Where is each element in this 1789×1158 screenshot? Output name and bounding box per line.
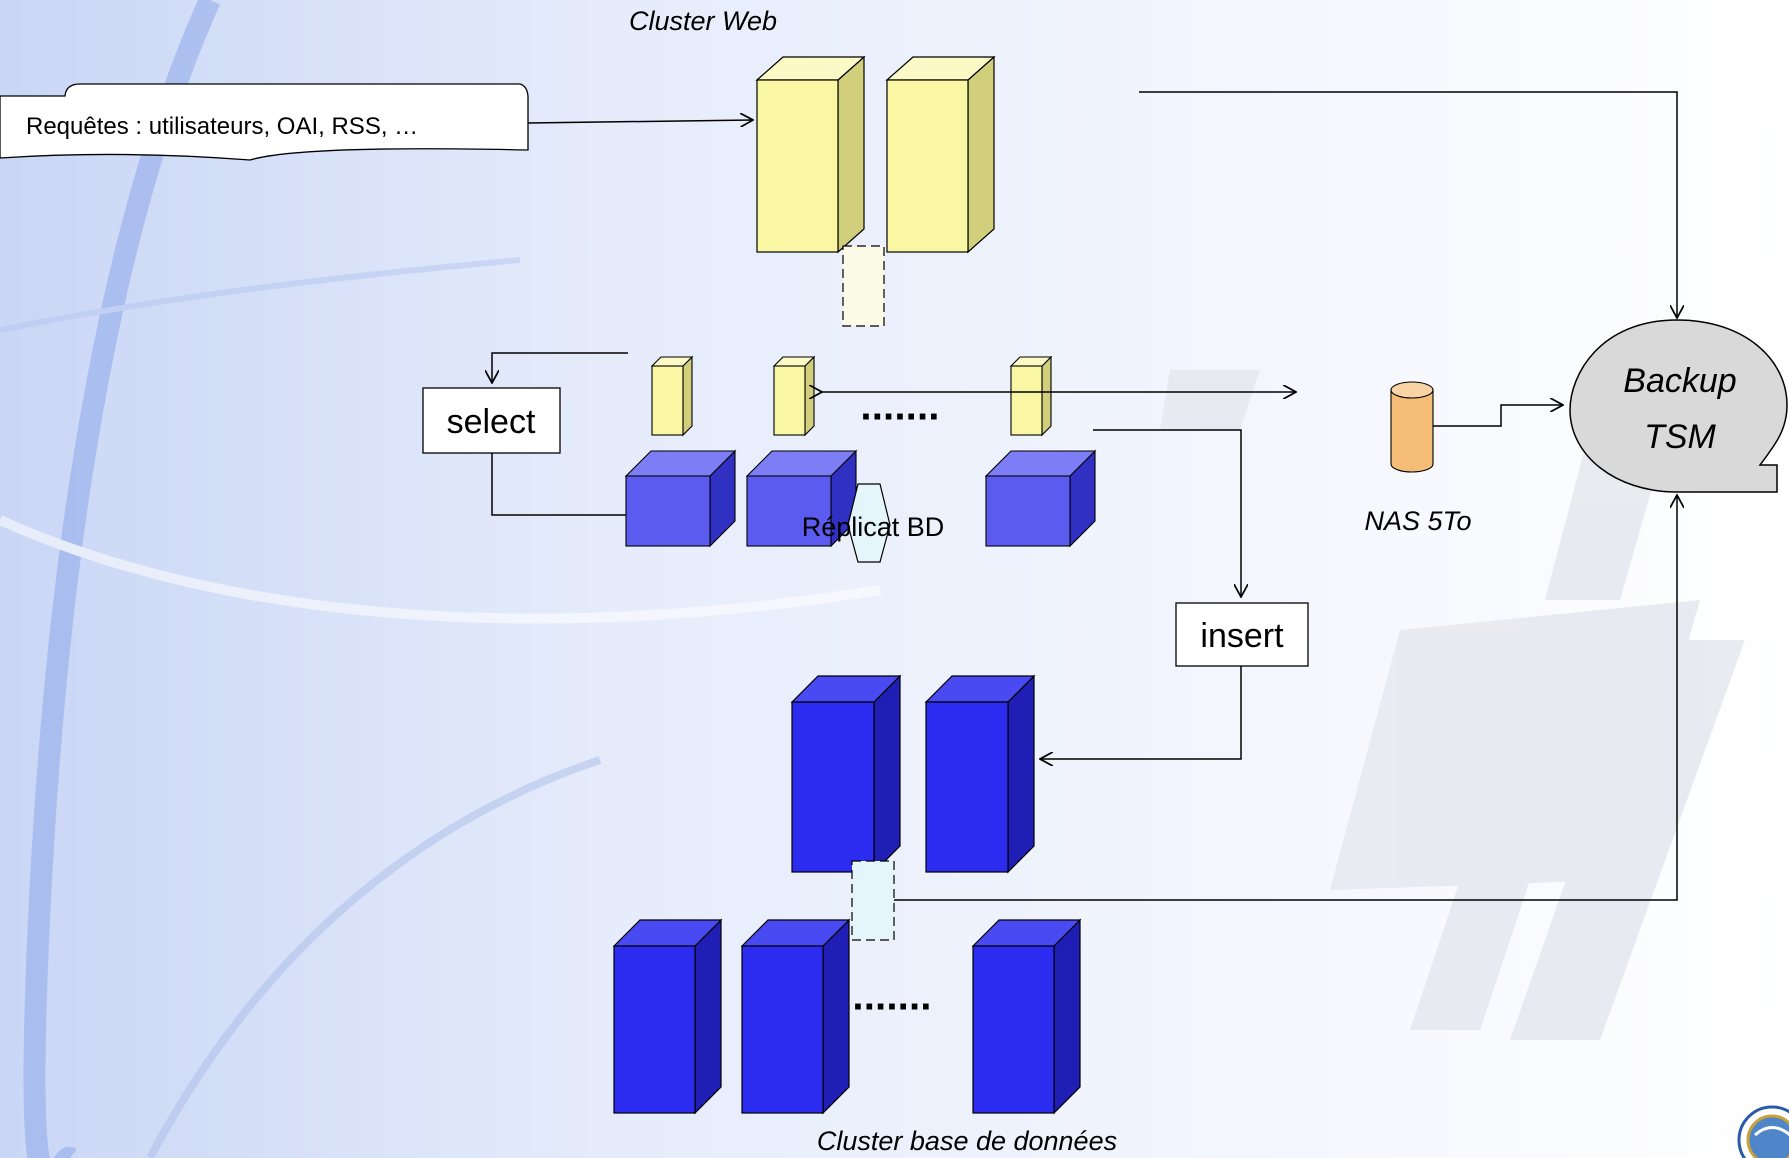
select-in-arrow [492,352,628,383]
replicat-label: Réplicat BD [802,512,945,542]
db-node-1 [612,918,723,1115]
db-to-backup-line [894,495,1677,901]
web-to-backup-line [1139,91,1677,318]
db-node-2 [740,918,851,1115]
backup-label-line2: TSM [1644,418,1716,456]
insert-box [1175,602,1309,667]
db-shared-storage [851,860,895,941]
master-db-server-2 [924,674,1036,874]
replica-db-3 [984,449,1097,548]
db-node-3 [971,918,1082,1115]
nas-storage-icon [1390,381,1434,473]
cluster-db-label: Cluster base de données [817,1126,1117,1156]
background-swooshes [0,0,881,1158]
web-shared-storage [842,245,885,327]
nas-label: NAS 5To [1364,506,1471,536]
master-db-server-1 [790,674,902,874]
backup-tsm-shape [1569,319,1788,493]
replica-link-shape [847,483,891,563]
small-web-node-2 [772,355,816,437]
dots-top: ······· [860,395,939,439]
requests-arrow [527,120,753,123]
dots-bottom: ······· [852,985,931,1029]
select-out-arrow [491,453,653,515]
small-web-node-3 [1009,355,1053,437]
web-server-2 [885,55,996,254]
requests-scroll-shape [0,83,529,161]
replica-db-1 [624,449,737,548]
small-web-node-1 [650,355,694,437]
web-server-1 [755,55,866,254]
insert-in-arrow [1093,429,1241,597]
select-box [422,387,561,454]
nas-to-backup-line [1433,405,1563,427]
insert-label: insert [1200,617,1284,655]
corner-logo [1737,1105,1789,1158]
cnrs-watermark [1160,370,1745,1040]
requests-label: Requêtes : utilisateurs, OAI, RSS, … [26,113,418,140]
cluster-web-label: Cluster Web [629,6,777,36]
select-label: select [447,403,536,441]
insert-out-arrow [1040,666,1242,759]
backup-label-line1: Backup [1623,362,1736,400]
